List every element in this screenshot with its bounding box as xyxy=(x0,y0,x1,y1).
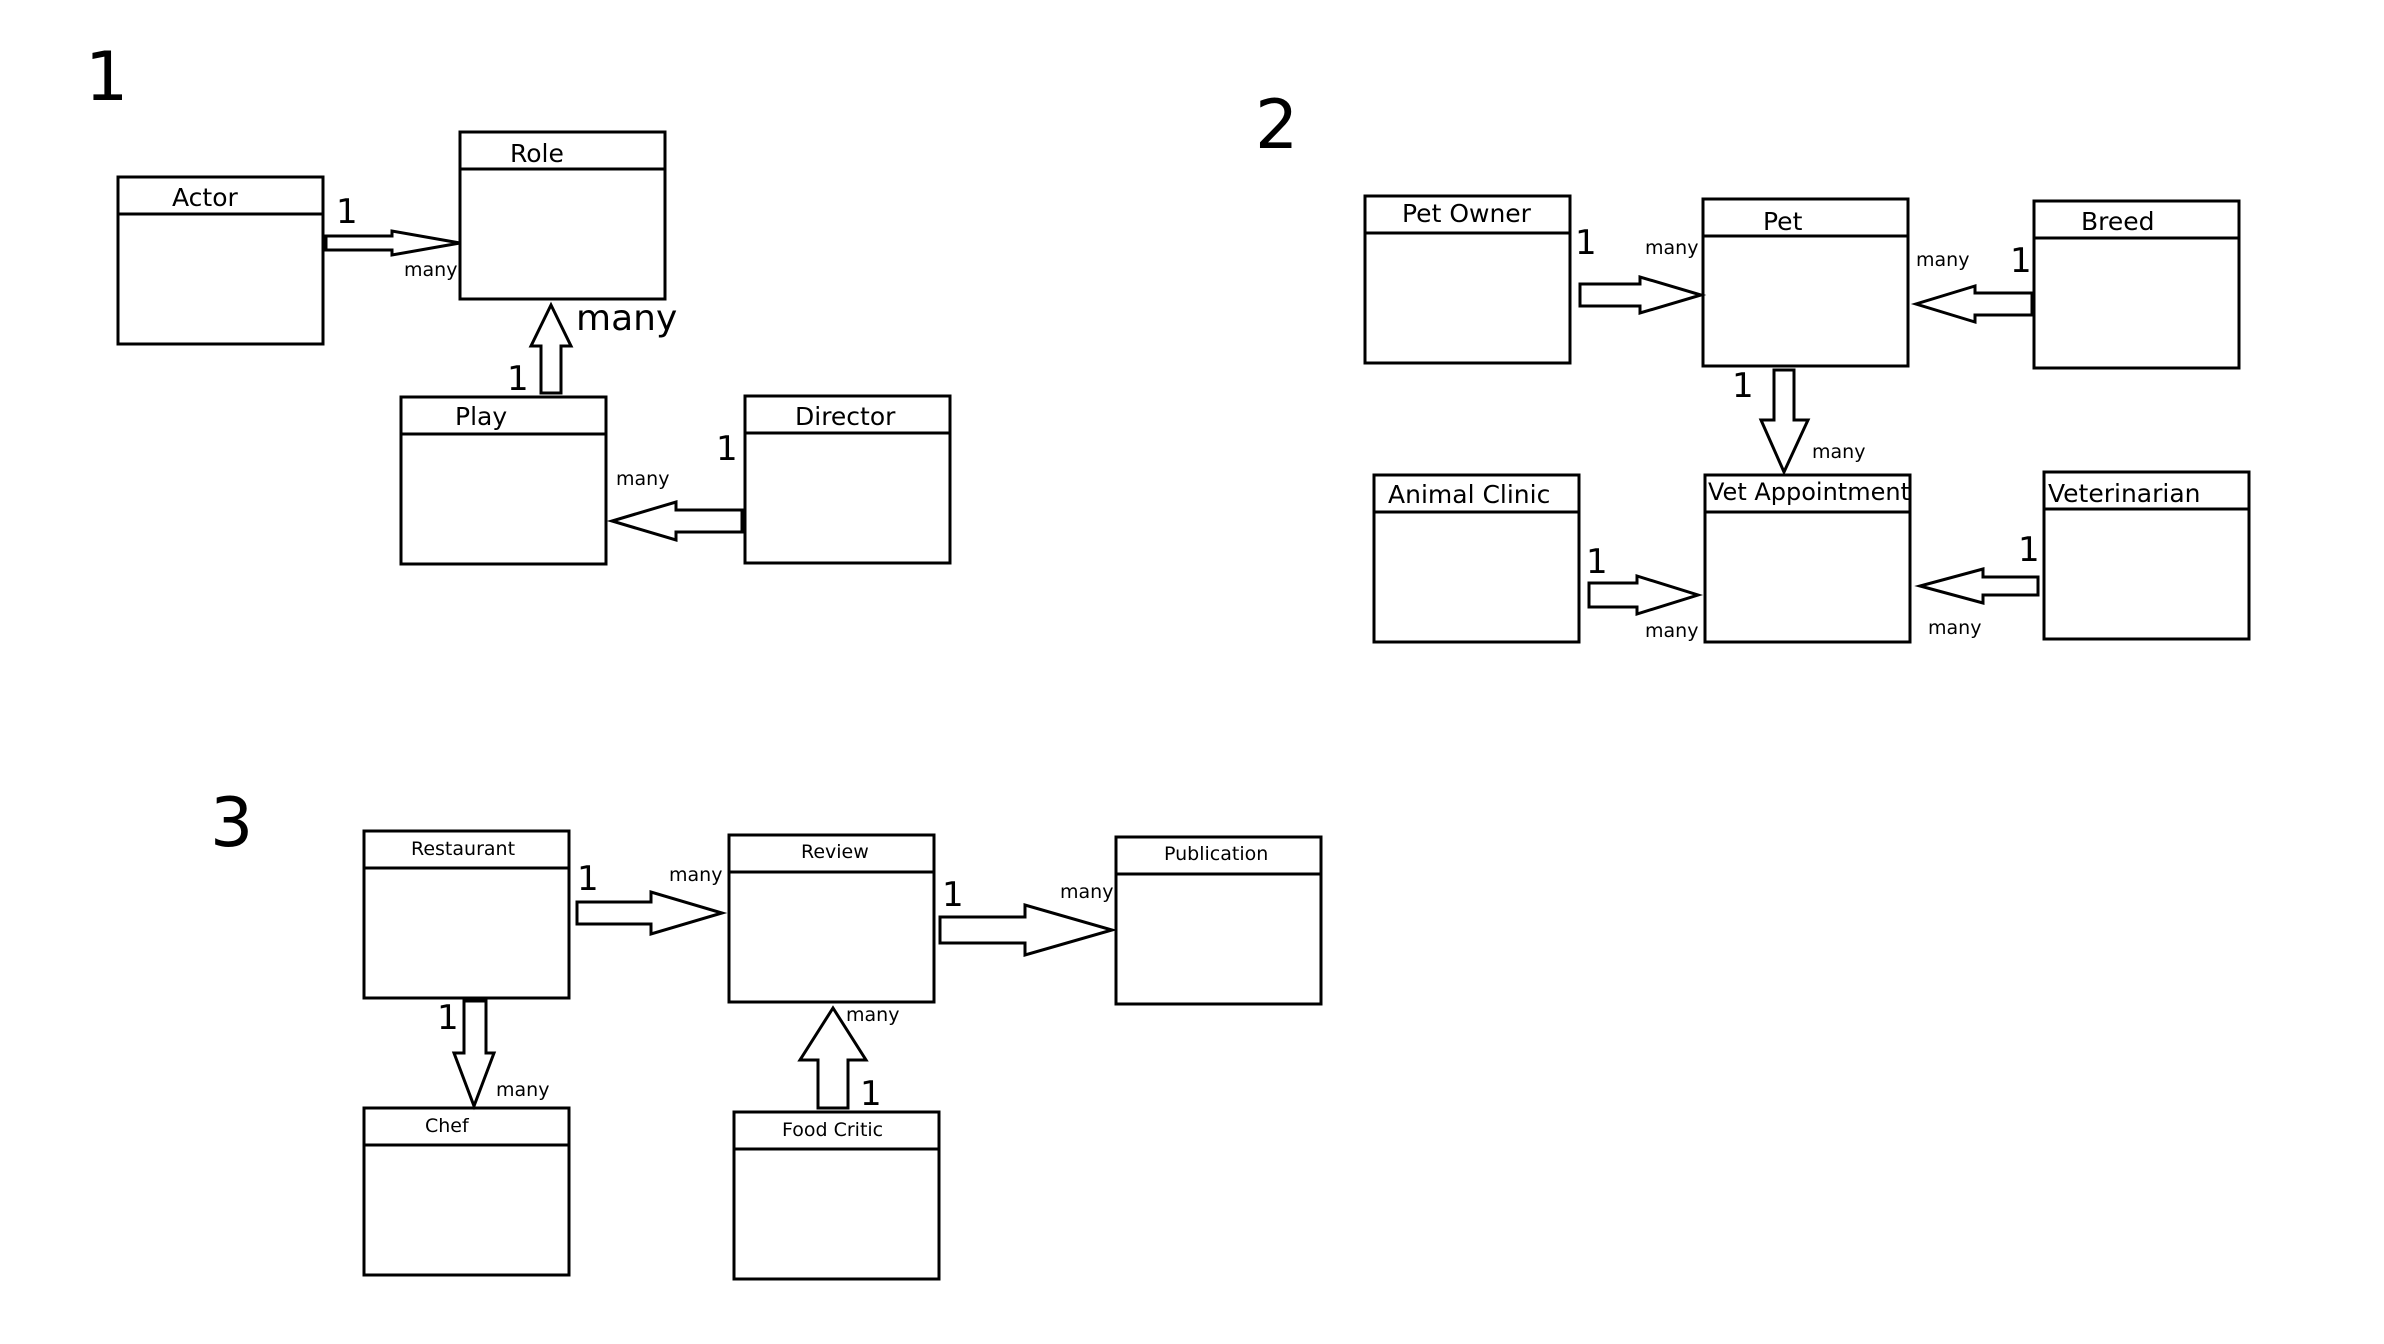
class-name-publication: Publication xyxy=(1164,843,1268,865)
class-box-chef[interactable]: Chef xyxy=(362,1106,571,1277)
association-arrow-veterinarian-vetappointment xyxy=(1914,567,2040,605)
association-arrow-pet-vetappointment xyxy=(1758,368,1811,476)
class-name-food-critic: Food Critic xyxy=(782,1119,883,1141)
association-arrow-clinic-vetappointment xyxy=(1587,573,1704,617)
class-box-breed[interactable]: Breed xyxy=(2032,199,2241,370)
multiplicity-veterinarian-vetappointment-target: many xyxy=(1928,617,1981,639)
class-box-actor[interactable]: Actor xyxy=(116,175,325,346)
class-name-director: Director xyxy=(795,402,896,431)
multiplicity-breed-pet-target: many xyxy=(1916,249,1969,271)
diagram-2: Pet Owner Pet Breed Animal Clinic Vet Ap… xyxy=(1363,194,2251,644)
multiplicity-petowner-pet-target: many xyxy=(1645,237,1698,259)
multiplicity-restaurant-review-target: many xyxy=(669,864,722,886)
class-box-veterinarian[interactable]: Veterinarian xyxy=(2042,470,2251,641)
multiplicity-veterinarian-vetappointment-source: 1 xyxy=(2018,530,2040,570)
multiplicity-pet-vetappointment-source: 1 xyxy=(1732,366,1754,406)
class-name-animal-clinic: Animal Clinic xyxy=(1388,480,1550,509)
multiplicity-review-publication-target: many xyxy=(1060,881,1113,903)
multiplicity-breed-pet-source: 1 xyxy=(2010,241,2032,281)
multiplicity-play-role-source: 1 xyxy=(507,359,529,399)
class-box-play[interactable]: Play xyxy=(399,395,608,566)
class-name-role: Role xyxy=(510,139,564,168)
class-box-director[interactable]: Director xyxy=(743,394,952,565)
class-box-review[interactable]: Review xyxy=(727,833,936,1004)
multiplicity-restaurant-chef-source: 1 xyxy=(437,998,459,1038)
association-arrow-petowner-pet xyxy=(1578,274,1707,316)
multiplicity-director-play-target: many xyxy=(616,468,669,490)
multiplicity-pet-vetappointment-target: many xyxy=(1812,441,1865,463)
diagram-1: Actor Role Play Director 1 many 1 many 1… xyxy=(116,130,952,566)
section-number-3: 3 xyxy=(210,784,253,863)
multiplicity-restaurant-chef-target: many xyxy=(496,1079,549,1101)
class-box-pet-owner[interactable]: Pet Owner xyxy=(1363,194,1572,365)
association-arrow-review-publication xyxy=(938,903,1118,957)
multiplicity-director-play-source: 1 xyxy=(716,429,738,469)
multiplicity-foodcritic-review-source: 1 xyxy=(860,1074,882,1114)
multiplicity-actor-role-source: 1 xyxy=(336,192,358,232)
diagram-3: Restaurant Review Publication Chef Food … xyxy=(362,829,1323,1281)
association-arrow-actor-role xyxy=(324,229,461,257)
class-box-restaurant[interactable]: Restaurant xyxy=(362,829,571,1000)
class-name-pet: Pet xyxy=(1763,207,1803,236)
multiplicity-review-publication-source: 1 xyxy=(942,875,964,915)
class-box-role[interactable]: Role xyxy=(458,130,667,301)
class-name-restaurant: Restaurant xyxy=(411,838,515,860)
section-number-1: 1 xyxy=(85,38,128,117)
class-name-review: Review xyxy=(801,841,869,863)
class-name-play: Play xyxy=(455,402,507,431)
multiplicity-restaurant-review-source: 1 xyxy=(577,859,599,899)
multiplicity-foodcritic-review-target: many xyxy=(846,1004,899,1026)
association-arrow-restaurant-review xyxy=(575,889,728,937)
class-box-publication[interactable]: Publication xyxy=(1114,835,1323,1006)
class-box-animal-clinic[interactable]: Animal Clinic xyxy=(1372,473,1581,644)
class-box-pet[interactable]: Pet xyxy=(1701,197,1910,368)
multiplicity-actor-role-target: many xyxy=(404,259,457,281)
association-arrow-restaurant-chef xyxy=(451,999,497,1111)
multiplicity-play-role-target: many xyxy=(576,298,677,339)
multiplicity-petowner-pet-source: 1 xyxy=(1575,223,1597,263)
class-name-pet-owner: Pet Owner xyxy=(1402,199,1532,228)
association-arrow-director-play xyxy=(606,499,744,543)
class-name-vet-appointment: Vet Appointment xyxy=(1708,478,1910,506)
class-name-veterinarian: Veterinarian xyxy=(2048,479,2201,508)
class-box-vet-appointment[interactable]: Vet Appointment xyxy=(1703,473,1912,644)
association-arrow-play-role xyxy=(528,301,574,395)
section-number-2: 2 xyxy=(1255,86,1298,165)
association-arrow-breed-pet xyxy=(1910,283,2034,325)
multiplicity-clinic-vetappointment-target: many xyxy=(1645,620,1698,642)
class-box-food-critic[interactable]: Food Critic xyxy=(732,1110,941,1281)
multiplicity-clinic-vetappointment-source: 1 xyxy=(1586,542,1608,582)
class-name-actor: Actor xyxy=(172,183,239,212)
class-name-breed: Breed xyxy=(2081,207,2155,236)
class-name-chef: Chef xyxy=(425,1115,470,1137)
association-arrow-foodcritic-review xyxy=(797,1005,869,1110)
